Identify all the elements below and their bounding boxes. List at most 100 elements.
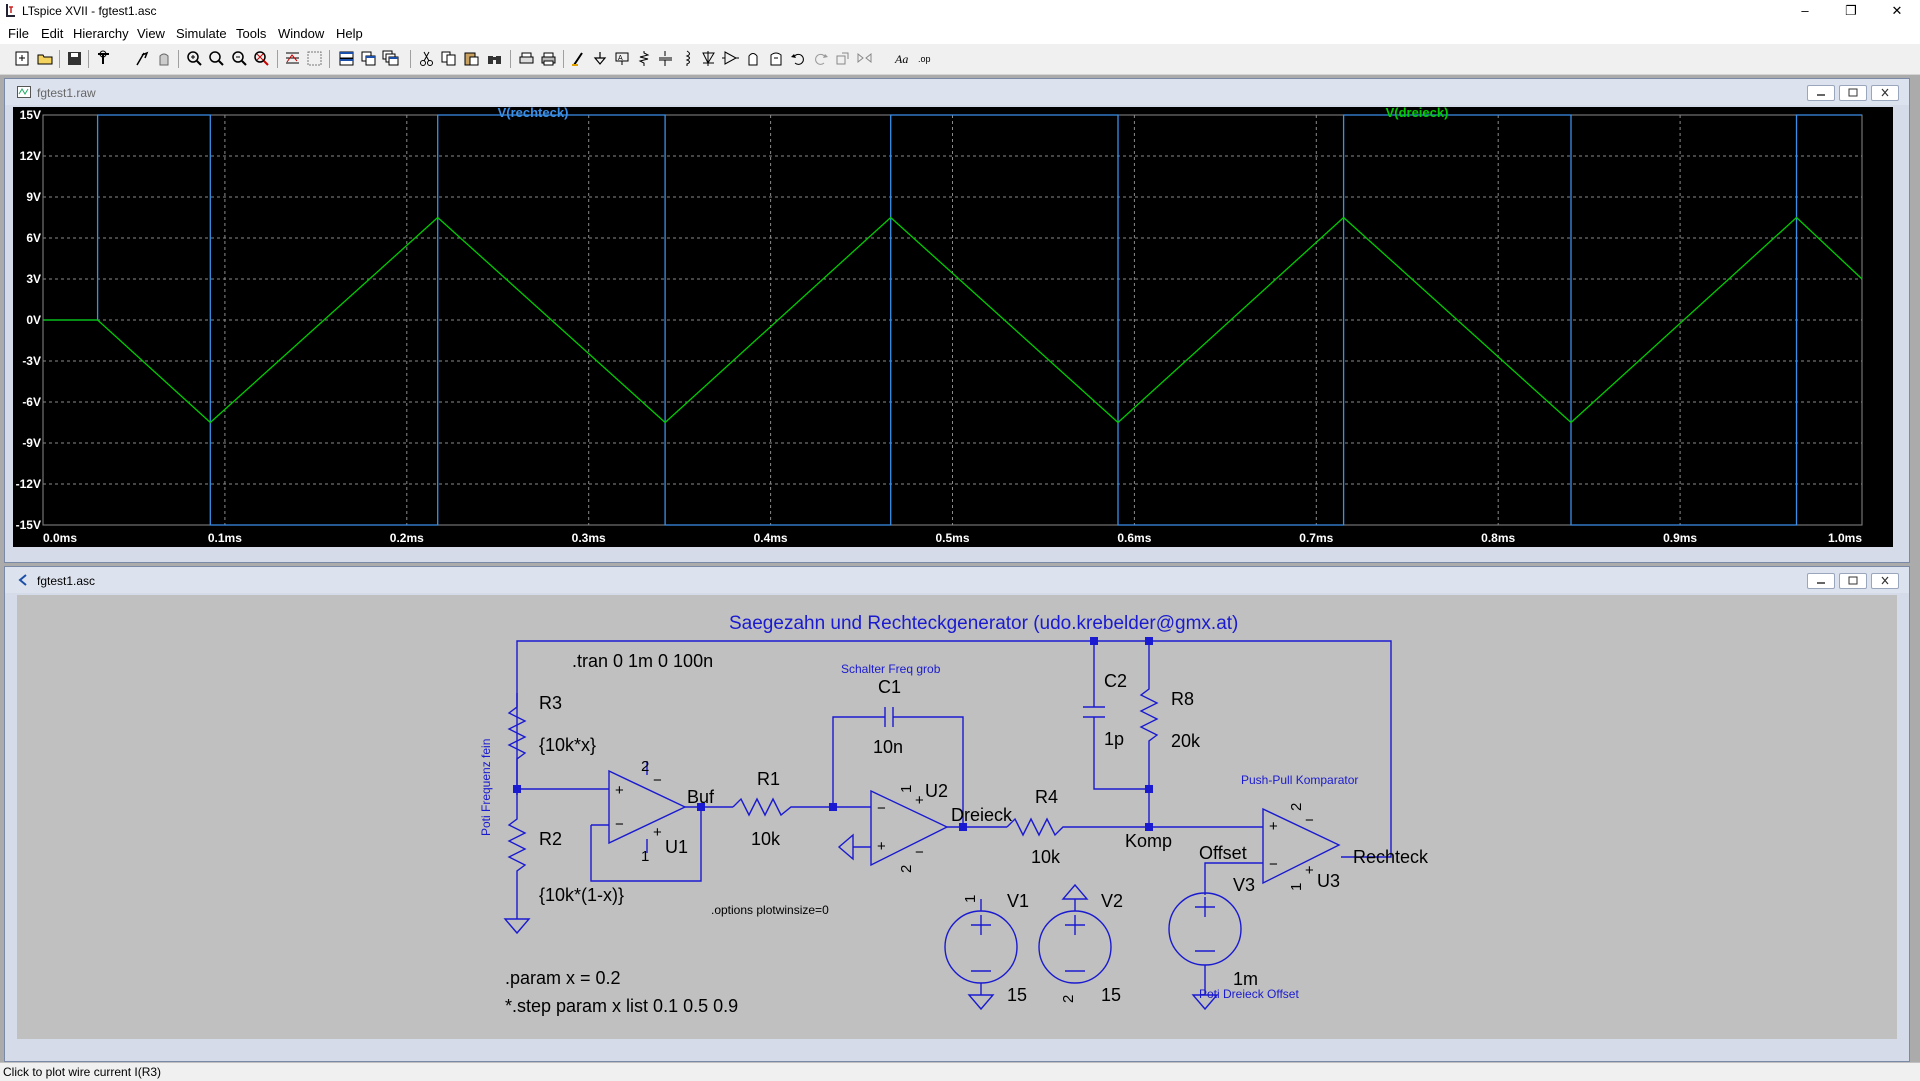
status-text: Click to plot wire current I(R3) — [3, 1065, 162, 1079]
resistor-r4[interactable] — [1006, 817, 1151, 837]
waveform-icon — [17, 86, 31, 98]
tile-horizontal-icon[interactable] — [338, 50, 355, 67]
resistor-r1[interactable] — [732, 797, 833, 817]
wire[interactable] — [1093, 641, 1149, 790]
ground-icon[interactable] — [592, 50, 609, 67]
cut-icon[interactable] — [418, 50, 435, 67]
halt-icon[interactable] — [156, 50, 173, 67]
u2-pin2: 2 — [898, 865, 915, 873]
plot-window-titlebar[interactable]: fgtest1.raw — [5, 79, 1909, 105]
junction — [959, 823, 967, 831]
zoom-in-icon[interactable] — [186, 50, 203, 67]
label-net-icon[interactable]: A — [614, 50, 631, 67]
menu-tools[interactable]: Tools — [236, 26, 267, 41]
u1-pin-minus-small: − — [653, 772, 662, 789]
text-icon[interactable]: Aa — [894, 50, 911, 67]
open-icon[interactable] — [37, 50, 54, 67]
menu-file[interactable]: File — [8, 26, 29, 41]
drag-icon[interactable] — [768, 50, 785, 67]
feedback-wire[interactable] — [516, 640, 1392, 858]
find-icon[interactable] — [486, 50, 503, 67]
tran-directive[interactable]: .tran 0 1m 0 100n — [572, 651, 713, 671]
component-icon[interactable] — [722, 50, 739, 67]
resistor-r2[interactable] — [507, 793, 527, 919]
schematic-canvas[interactable]: .w { stroke:#1a1ad0; stroke-width:1.4; f… — [17, 595, 1897, 1039]
wire[interactable] — [832, 716, 885, 807]
resistor-r8[interactable] — [1139, 641, 1159, 827]
grid-icon[interactable] — [306, 50, 323, 67]
minimize-button[interactable]: – — [1801, 3, 1809, 18]
menu-view[interactable]: View — [137, 26, 165, 41]
close-button[interactable]: ✕ — [1891, 3, 1903, 18]
control-panel-icon[interactable] — [95, 50, 112, 67]
print-icon[interactable] — [540, 50, 557, 67]
param-directive[interactable]: .param x = 0.2 — [505, 968, 621, 988]
c1-name: C1 — [878, 677, 901, 697]
wire[interactable] — [893, 716, 964, 827]
zoom-back-icon[interactable] — [208, 50, 225, 67]
x-tick-label: 0.2ms — [390, 531, 424, 545]
capacitor-c1[interactable] — [884, 707, 894, 727]
comment-offset: Poti Dreieck Offset — [1199, 987, 1299, 1001]
print-setup-icon[interactable] — [518, 50, 535, 67]
plot-minimize-button[interactable] — [1807, 85, 1835, 101]
toolbar: A Aa .op — [0, 44, 1920, 75]
plot-close-button[interactable] — [1871, 85, 1899, 101]
opamp-u3[interactable] — [1262, 807, 1341, 885]
v2-value: 15 — [1101, 985, 1121, 1005]
wire[interactable] — [590, 807, 702, 882]
opamp-u2[interactable] — [870, 789, 949, 867]
rotate-icon[interactable] — [834, 50, 851, 67]
capacitor-icon[interactable] — [657, 50, 674, 67]
x-tick-label: 0.4ms — [754, 531, 788, 545]
undo-icon[interactable] — [790, 50, 807, 67]
opamp-u1[interactable] — [608, 769, 687, 845]
paste-icon[interactable] — [463, 50, 480, 67]
mirror-icon[interactable] — [856, 50, 873, 67]
spice-directive-icon[interactable]: .op — [916, 50, 933, 67]
x-tick-label: 0.0ms — [43, 531, 77, 545]
maximize-button[interactable]: ❐ — [1845, 3, 1857, 18]
wire-icon[interactable] — [570, 50, 587, 67]
schematic-minimize-button[interactable] — [1807, 573, 1835, 589]
c2-name: C2 — [1104, 671, 1127, 691]
menu-window[interactable]: Window — [278, 26, 325, 41]
schematic-restore-button[interactable] — [1839, 573, 1867, 589]
menu-help[interactable]: Help — [336, 26, 363, 41]
diode-icon[interactable] — [700, 50, 717, 67]
u1-name: U1 — [665, 837, 688, 857]
resistor-r3[interactable] — [507, 693, 527, 791]
menu-bar: File Edit Hierarchy View Simulate Tools … — [0, 22, 1920, 44]
new-schematic-icon[interactable] — [14, 50, 31, 67]
step-directive[interactable]: *.step param x list 0.1 0.5 0.9 — [505, 996, 738, 1016]
plot-restore-button[interactable] — [1839, 85, 1867, 101]
ground-symbol — [967, 994, 995, 1011]
resistor-icon[interactable] — [636, 50, 653, 67]
zoom-out-icon[interactable] — [231, 50, 248, 67]
r1-value: 10k — [751, 829, 781, 849]
u1-plus: + — [615, 782, 624, 799]
cascade-icon[interactable] — [382, 50, 399, 67]
menu-simulate[interactable]: Simulate — [176, 26, 227, 41]
x-tick-label: 0.9ms — [1663, 531, 1697, 545]
copy-icon[interactable] — [440, 50, 457, 67]
schematic-window-titlebar[interactable]: fgtest1.asc — [5, 567, 1909, 593]
zoom-fit-icon[interactable] — [253, 50, 270, 67]
menu-hierarchy[interactable]: Hierarchy — [73, 26, 129, 41]
autorange-icon[interactable] — [284, 50, 301, 67]
run-icon[interactable] — [134, 50, 151, 67]
move-icon[interactable] — [745, 50, 762, 67]
options-directive[interactable]: .options plotwinsize=0 — [711, 903, 829, 917]
u3-pin1: 1 — [1288, 883, 1305, 891]
schematic-close-button[interactable] — [1871, 573, 1899, 589]
r2-value: {10k*(1-x)} — [539, 885, 624, 905]
save-icon[interactable] — [66, 50, 83, 67]
redo-icon[interactable] — [812, 50, 829, 67]
tile-vertical-icon[interactable] — [360, 50, 377, 67]
inductor-icon[interactable] — [679, 50, 696, 67]
voltage-source-v2[interactable] — [1038, 910, 1112, 984]
menu-edit[interactable]: Edit — [41, 26, 64, 41]
capacitor-c2[interactable] — [1083, 706, 1105, 718]
wire[interactable] — [1204, 862, 1263, 895]
